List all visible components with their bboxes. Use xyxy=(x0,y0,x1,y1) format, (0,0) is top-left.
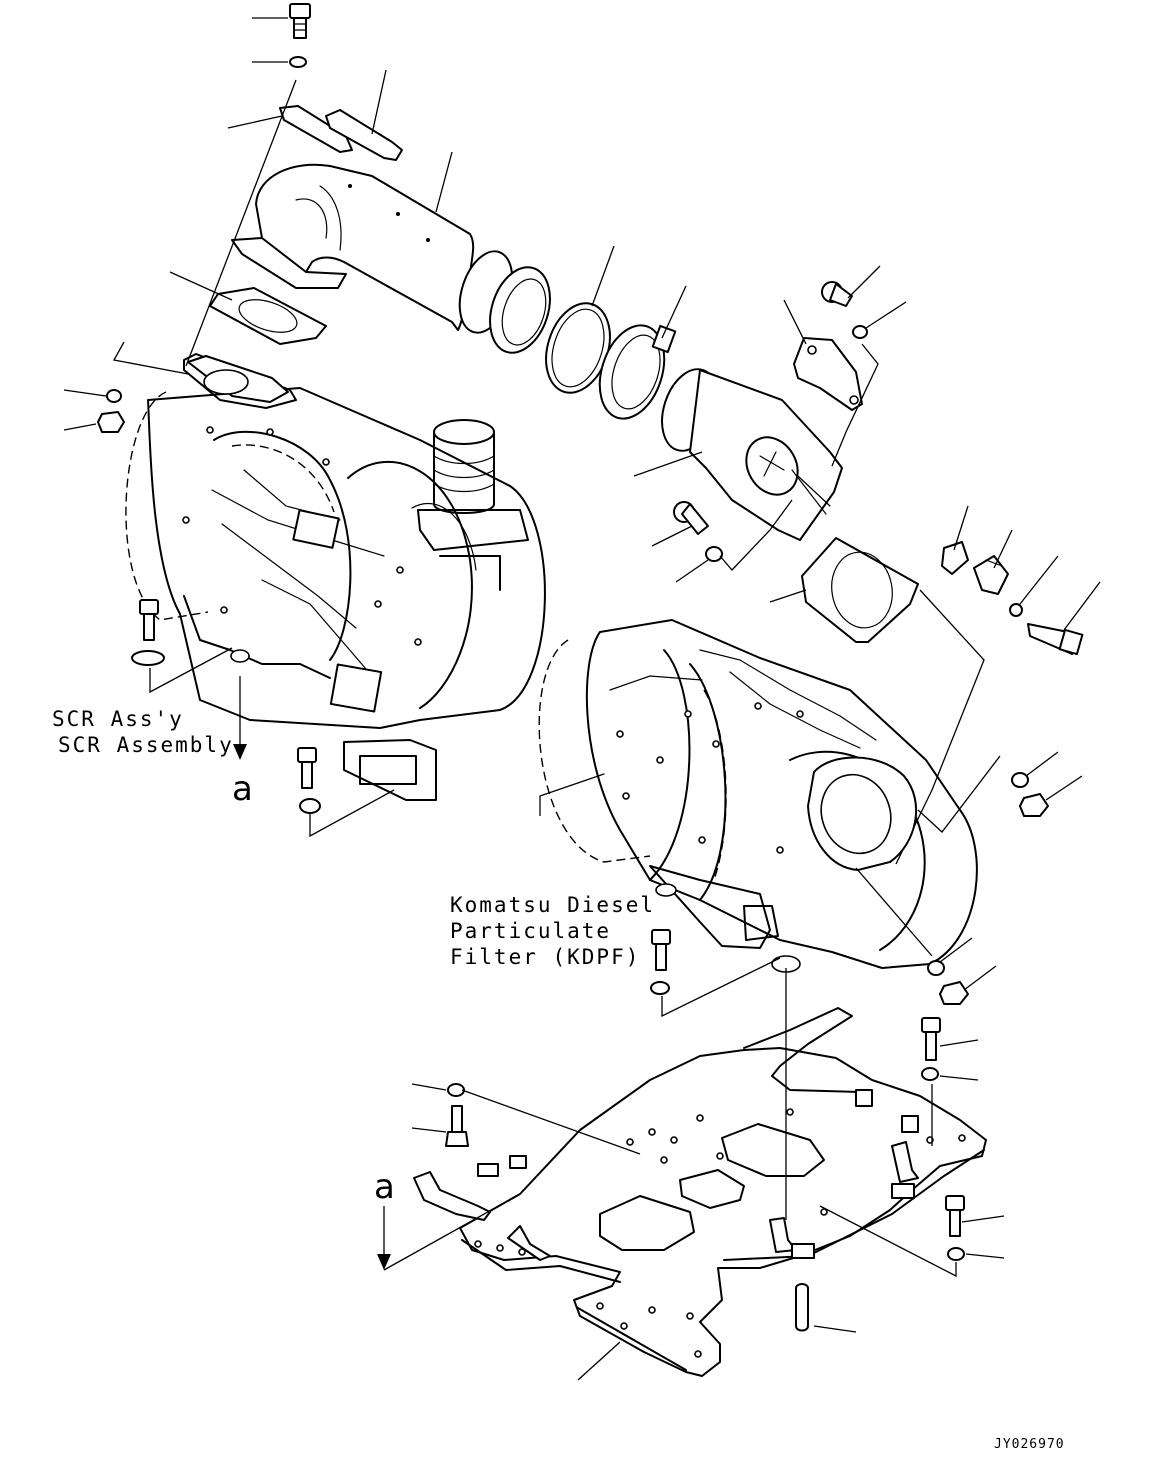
bolt-plate-right-upper xyxy=(921,1017,941,1061)
leader-line xyxy=(383,1193,521,1271)
washer-kdpf-lower xyxy=(927,960,945,976)
washer-scr xyxy=(106,389,122,403)
kdpf-assembly xyxy=(538,619,978,973)
view-marker-bottom: a xyxy=(374,1167,395,1207)
mounting-bracket xyxy=(793,337,863,411)
washer-scr-bottom xyxy=(299,798,321,814)
arrow-head-icon xyxy=(377,1254,391,1270)
seal-ring-inner xyxy=(551,308,605,388)
drawing-code: JY026970 xyxy=(994,1437,1065,1452)
leader-line xyxy=(63,423,97,431)
leader-line xyxy=(993,529,1013,569)
leader-line xyxy=(1045,775,1083,801)
bolt-right xyxy=(1027,623,1084,656)
clamp-segment-right xyxy=(325,109,403,161)
leader-line xyxy=(769,589,807,603)
v-band-clamp xyxy=(598,324,677,420)
arrow-head-icon xyxy=(233,744,247,760)
nut-kdpf-upper xyxy=(1019,793,1049,817)
kdpf-label-line3: Filter (KDPF) xyxy=(450,945,640,969)
leader-line xyxy=(309,789,395,838)
leader-line xyxy=(577,1341,621,1381)
washer-plate-left xyxy=(447,1083,465,1097)
leader-line xyxy=(719,499,793,571)
leader-line xyxy=(961,1215,1005,1223)
washer-kdpf-upper xyxy=(1011,772,1029,788)
leader-line xyxy=(169,271,233,301)
leader-line xyxy=(675,559,709,583)
kdpf-label-line1: Komatsu Diesel xyxy=(450,893,655,917)
washer-plate-right-upper xyxy=(921,1067,939,1081)
connecting-pipe xyxy=(231,163,551,354)
leader-line xyxy=(411,1083,447,1091)
washer-top xyxy=(289,56,307,68)
washer-scr-left xyxy=(131,650,165,666)
leader-line xyxy=(185,79,297,367)
leader-line xyxy=(963,965,997,991)
leader-line xyxy=(1025,751,1059,777)
leader-line xyxy=(461,1089,641,1155)
washer-sensor xyxy=(1009,603,1023,617)
leader-line xyxy=(661,285,687,339)
scr-label-line2: SCR Assembly xyxy=(58,733,234,757)
leader-line xyxy=(1063,581,1101,631)
nut-kdpf-lower xyxy=(939,981,969,1005)
leader-line xyxy=(661,957,781,1018)
leader-line xyxy=(939,1039,979,1047)
gasket-right xyxy=(801,537,919,643)
scr-label-line1: SCR Ass'y xyxy=(52,707,184,731)
washer-plate-right-lower xyxy=(947,1247,965,1261)
kdpf-label-line2: Particulate xyxy=(450,919,611,943)
bolt-middle xyxy=(673,501,709,535)
leader-line xyxy=(783,299,807,345)
leader-line xyxy=(1019,555,1059,605)
bolt-upper-right xyxy=(821,281,853,307)
leader-line xyxy=(411,1127,447,1133)
bolt-top xyxy=(289,3,311,39)
scr-assembly xyxy=(125,353,546,801)
bolt-plate-right-lower xyxy=(945,1195,965,1237)
nut-scr xyxy=(97,411,125,433)
leader-line xyxy=(371,69,387,135)
leader-line xyxy=(831,343,879,467)
view-marker-top: a xyxy=(232,769,253,809)
bolt-kdpf-bottom xyxy=(651,929,671,971)
leader-line xyxy=(435,151,453,213)
leader-line xyxy=(953,505,969,551)
leader-line xyxy=(855,867,933,957)
leader-line xyxy=(819,1205,957,1278)
leader-line xyxy=(965,1253,1005,1259)
sensor-bracket xyxy=(941,541,969,575)
leader-line xyxy=(939,937,973,963)
leader-line xyxy=(633,451,703,477)
washer-middle xyxy=(705,546,723,562)
leader-line xyxy=(112,341,189,375)
leader-line xyxy=(591,245,615,307)
temperature-sensor xyxy=(973,555,1009,595)
leader-line xyxy=(939,1075,979,1081)
bolt-scr-left xyxy=(139,599,159,641)
clamp-segment-left xyxy=(279,105,353,153)
washer-upper-right xyxy=(852,325,868,339)
leader-line xyxy=(651,525,693,547)
gasket-top xyxy=(209,287,327,345)
leader-line xyxy=(63,389,107,397)
leader-line xyxy=(847,265,881,299)
leader-line xyxy=(865,301,907,329)
leader-line xyxy=(149,647,233,694)
leader-line xyxy=(227,115,283,129)
leader-line xyxy=(813,1325,857,1333)
outlet-elbow xyxy=(661,368,843,541)
leader-line xyxy=(917,755,1001,833)
washer-kdpf-bottom xyxy=(650,981,670,995)
bolt-scr-bottom xyxy=(297,747,317,789)
dowel-pin xyxy=(795,1283,809,1332)
mounting-plate xyxy=(413,1007,987,1377)
scr-outlet-bellows xyxy=(417,419,529,591)
bolt-plate-left xyxy=(445,1105,469,1147)
